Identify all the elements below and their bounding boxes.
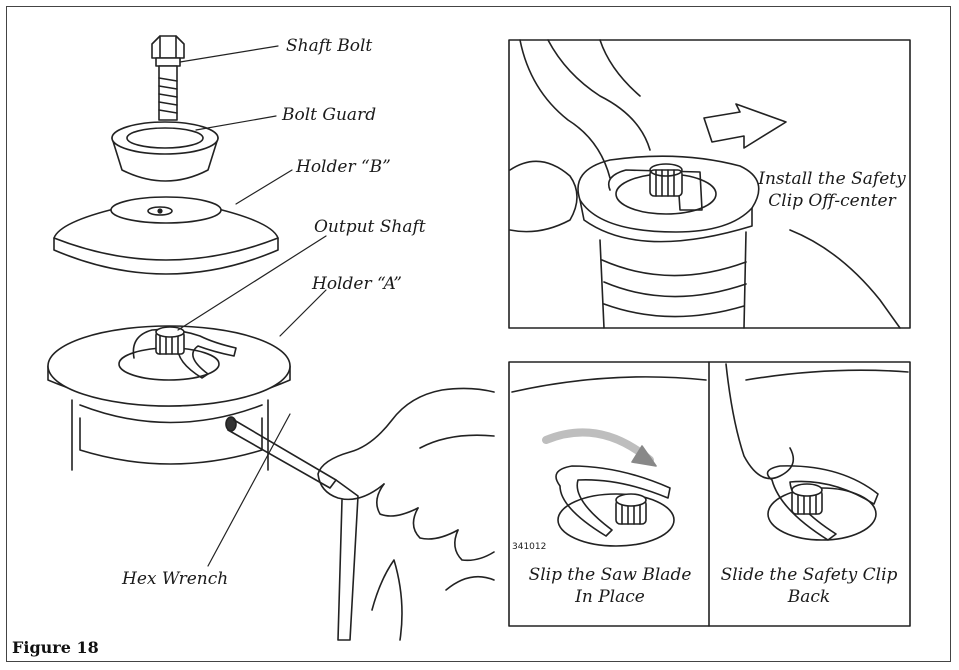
caption-slip: Slip the Saw Blade In Place [512, 564, 708, 608]
leader-lines [177, 45, 327, 567]
figure-title: Figure 18 [12, 638, 99, 657]
caption-install-line1: Install the Safety [758, 169, 906, 189]
hex-wrench-drawing [225, 416, 359, 641]
caption-install-line2: Clip Off-center [768, 191, 896, 211]
slip-panel-drawing [511, 376, 707, 547]
install-panel-drawing [509, 39, 901, 329]
hand-drawing [317, 387, 495, 641]
slide-panel-drawing [725, 363, 909, 541]
label-output-shaft: Output Shaft [314, 217, 426, 237]
holder-a-drawing [47, 325, 291, 471]
caption-slip-line2: In Place [575, 587, 645, 607]
shaft-bolt-drawing [151, 35, 185, 121]
label-shaft-bolt: Shaft Bolt [286, 36, 373, 56]
part-code: 341012 [512, 542, 547, 552]
label-holder-a: Holder “A” [312, 274, 402, 294]
caption-slip-line1: Slip the Saw Blade [528, 565, 692, 585]
caption-slide-line2: Back [787, 587, 831, 607]
label-holder-b: Holder “B” [296, 157, 391, 177]
bolt-guard-drawing [111, 121, 219, 182]
caption-slide: Slide the Safety Clip Back [710, 564, 908, 608]
label-hex-wrench: Hex Wrench [122, 569, 229, 589]
caption-install: Install the Safety Clip Off-center [752, 168, 912, 212]
caption-slide-line1: Slide the Safety Clip [720, 565, 898, 585]
holder-b-drawing [53, 196, 279, 275]
label-bolt-guard: Bolt Guard [282, 105, 377, 125]
